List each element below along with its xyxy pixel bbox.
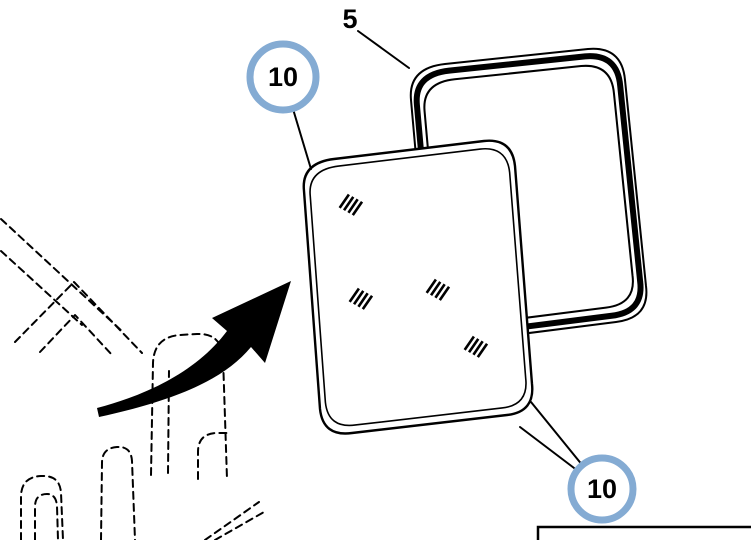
sketch-line: [39, 314, 114, 357]
callout-glass-top: 10: [246, 40, 320, 170]
sketch-line: [100, 445, 136, 540]
callout-seal-leader-line: [357, 30, 410, 69]
machine-outline-sketch: [0, 218, 265, 540]
sketch-line: [197, 432, 230, 480]
callout-glass-top-circle: [246, 40, 320, 114]
part-glass-panel: [302, 139, 534, 435]
sketch-line: [0, 250, 83, 326]
callout-glass-top-label: 10: [268, 62, 298, 92]
seal-band: [413, 53, 644, 338]
sketch-line: [214, 511, 265, 540]
sketch-line: [20, 474, 64, 540]
sketch-line: [34, 493, 59, 540]
seal-inner-line: [423, 64, 634, 327]
callout-glass-bottom-circle: [567, 454, 637, 524]
sketch-line: [14, 281, 143, 354]
sketch-line: [0, 218, 125, 334]
detail-arrow-icon: [97, 281, 291, 417]
detail-box-corner: [536, 525, 751, 540]
sketch-line: [150, 332, 228, 480]
callout-glass-bottom: 10: [519, 401, 637, 524]
callout-glass-top-leader-line: [292, 108, 312, 170]
callout-seal-label: 5: [342, 4, 357, 34]
callout-glass-bottom-leader-line-2: [519, 426, 579, 472]
glass-outer-line: [302, 139, 534, 435]
sketch-line: [204, 501, 260, 540]
callout-seal: 5: [342, 4, 410, 69]
glass-inner-line: [309, 147, 527, 427]
callout-glass-bottom-label: 10: [587, 474, 617, 504]
callout-glass-bottom-leader-line-1: [530, 401, 584, 467]
